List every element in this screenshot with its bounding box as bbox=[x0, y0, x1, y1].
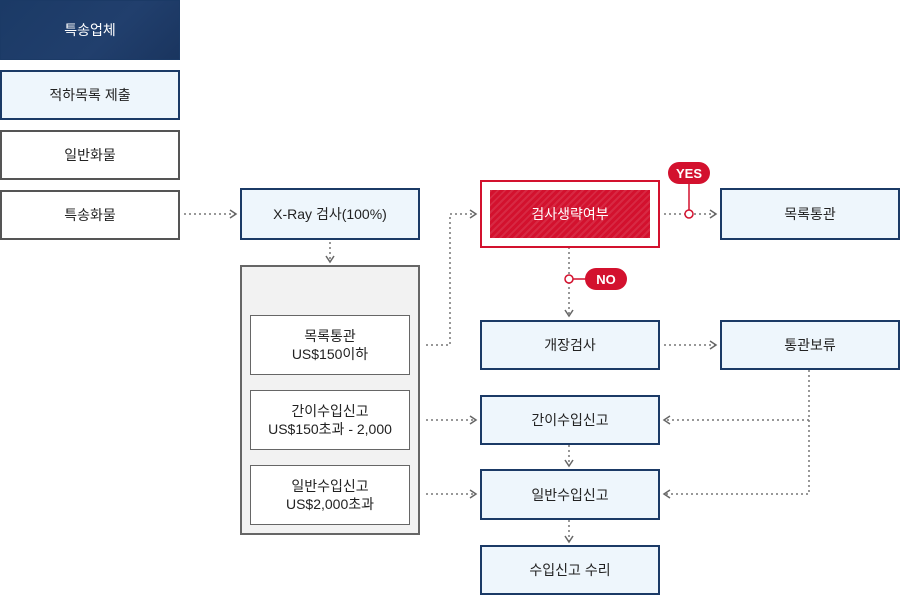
list-clearance-box: 목록통관 bbox=[720, 188, 900, 240]
yes-connector bbox=[684, 182, 694, 219]
arrow-hold-to-general bbox=[662, 420, 810, 499]
category-general-import-range: US$2,000초과 bbox=[285, 496, 375, 512]
list-clearance-label: 목록통관 bbox=[784, 206, 836, 222]
inspection-waiver-box: 검사생략여부 bbox=[490, 190, 650, 238]
category-list-clearance-title: 목록통관 bbox=[304, 328, 356, 344]
yes-label: YES bbox=[675, 165, 702, 181]
no-label: NO bbox=[596, 271, 616, 287]
category-simple-import: 간이수입신고 US$150초과 - 2,000 bbox=[250, 390, 410, 450]
clearance-hold-label: 통관보류 bbox=[784, 337, 836, 353]
courier-header: 특송업체 bbox=[0, 0, 180, 60]
category-list-clearance-range: US$150이하 bbox=[291, 346, 369, 362]
express-cargo-box: 특송화물 bbox=[0, 190, 180, 240]
manifest-submit-label: 적하목록 제출 bbox=[49, 87, 131, 103]
no-connector bbox=[564, 274, 588, 284]
general-cargo-label: 일반화물 bbox=[64, 147, 116, 163]
arrow-list-to-decision bbox=[426, 209, 478, 346]
yes-badge: YES bbox=[668, 162, 710, 184]
manifest-submit-box: 적하목록 제출 bbox=[0, 70, 180, 120]
general-cargo-box: 일반화물 bbox=[0, 130, 180, 180]
courier-header-label: 특송업체 bbox=[64, 22, 116, 38]
inspection-waiver-label: 검사생략여부 bbox=[531, 206, 609, 222]
xray-box: X-Ray 검사(100%) bbox=[240, 188, 420, 240]
clearance-hold-box: 통관보류 bbox=[720, 320, 900, 370]
category-general-import-title: 일반수입신고 bbox=[291, 478, 369, 494]
simple-import-box: 간이수입신고 bbox=[480, 395, 660, 445]
import-accepted-label: 수입신고 수리 bbox=[529, 562, 611, 578]
no-badge: NO bbox=[585, 268, 627, 290]
xray-label: X-Ray 검사(100%) bbox=[273, 206, 387, 222]
category-general-import: 일반수입신고 US$2,000초과 bbox=[250, 465, 410, 525]
category-simple-import-title: 간이수입신고 bbox=[291, 403, 369, 419]
category-simple-import-range: US$150초과 - 2,000 bbox=[268, 421, 392, 437]
open-inspection-box: 개장검사 bbox=[480, 320, 660, 370]
open-inspection-label: 개장검사 bbox=[544, 337, 596, 353]
category-list-clearance: 목록통관 US$150이하 bbox=[250, 315, 410, 375]
express-cargo-label: 특송화물 bbox=[64, 207, 116, 223]
import-accepted-box: 수입신고 수리 bbox=[480, 545, 660, 595]
general-import-label: 일반수입신고 bbox=[531, 486, 609, 503]
arrow-hold-to-simple bbox=[662, 370, 810, 425]
general-import-box: 일반수입신고 bbox=[480, 469, 660, 520]
simple-import-label: 간이수입신고 bbox=[531, 412, 609, 428]
